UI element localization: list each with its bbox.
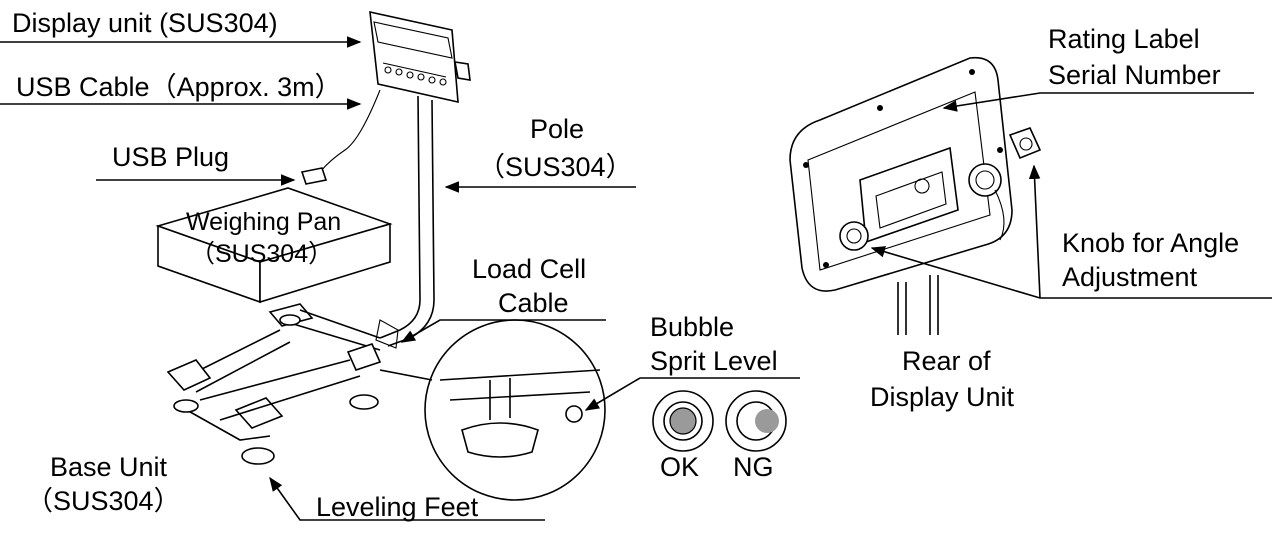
weighing-pan-drawing xyxy=(155,187,393,304)
label-usb-cable: USB Cable（Approx. 3m） xyxy=(16,72,342,102)
bubble-ok-indicator xyxy=(652,390,714,452)
label-load-cell-line2: Cable xyxy=(498,288,569,318)
label-pole-material: （SUS304） xyxy=(478,152,633,182)
label-base-unit: Base Unit xyxy=(50,452,168,482)
rear-display-drawing xyxy=(789,56,1042,335)
label-rating-label: Rating Label xyxy=(1048,24,1200,54)
label-usb-plug: USB Plug xyxy=(112,142,229,172)
label-pole: Pole xyxy=(530,114,584,144)
display-unit-drawing xyxy=(369,10,471,104)
label-rear-line2: Display Unit xyxy=(870,382,1015,412)
bubble-level-inset xyxy=(379,319,606,501)
label-ok: OK xyxy=(660,452,699,482)
label-load-cell-line1: Load Cell xyxy=(472,254,586,284)
leader-lines xyxy=(0,36,1272,521)
base-unit-drawing xyxy=(166,303,382,465)
bubble-ng-indicator xyxy=(725,390,787,452)
label-bubble-line2: Sprit Level xyxy=(650,346,778,376)
label-weighing-pan: Weighing Pan xyxy=(186,208,341,236)
label-display-unit: Display unit (SUS304) xyxy=(12,8,278,38)
label-bubble-line1: Bubble xyxy=(650,312,734,342)
usb-cable-drawing xyxy=(300,89,381,185)
label-rear-line1: Rear of xyxy=(902,346,991,376)
label-knob-line2: Adjustment xyxy=(1062,262,1198,292)
label-serial-number: Serial Number xyxy=(1048,60,1221,90)
label-weighing-pan-material: （SUS304） xyxy=(190,240,333,268)
label-base-unit-material: （SUS304） xyxy=(26,486,181,516)
label-ng: NG xyxy=(733,452,774,482)
label-leveling-feet: Leveling Feet xyxy=(316,492,479,522)
label-knob-line1: Knob for Angle xyxy=(1062,228,1239,258)
